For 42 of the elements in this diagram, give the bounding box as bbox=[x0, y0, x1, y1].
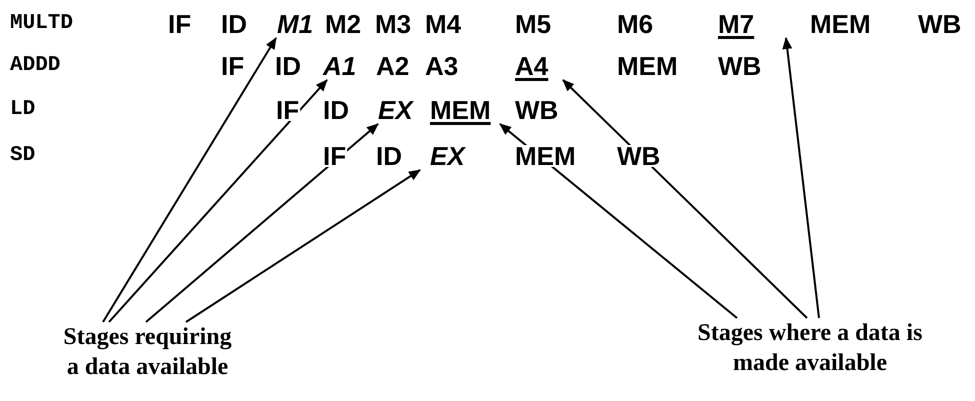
stage-label: EX bbox=[378, 96, 413, 124]
leader-arrow bbox=[499, 123, 738, 319]
stage-label: M2 bbox=[325, 10, 362, 38]
caption-text: Stages requiring a data available bbox=[55, 322, 240, 382]
stage-label: MEM bbox=[617, 52, 678, 80]
stage-label: IF bbox=[276, 96, 300, 124]
stage-label: M4 bbox=[425, 10, 462, 38]
leader-arrow bbox=[102, 37, 277, 323]
instruction-label: LD bbox=[10, 97, 36, 123]
caption-text: Stages where a data is made available bbox=[680, 318, 940, 378]
stage-label: MEM bbox=[515, 142, 576, 170]
leader-arrow bbox=[782, 37, 820, 318]
stage-label: WB bbox=[918, 10, 962, 38]
stage-label: MEM bbox=[430, 96, 491, 124]
stage-label: ID bbox=[323, 96, 349, 124]
stage-label: IF bbox=[168, 10, 192, 38]
leader-arrow bbox=[562, 79, 808, 319]
stage-label: M6 bbox=[617, 10, 654, 38]
stage-label: ID bbox=[376, 142, 402, 170]
stage-label: A1 bbox=[323, 52, 356, 80]
stage-label: M5 bbox=[515, 10, 552, 38]
stage-label: ID bbox=[275, 52, 301, 80]
stage-label: M7 bbox=[718, 10, 754, 38]
stage-label: IF bbox=[221, 52, 244, 80]
stage-label: WB bbox=[718, 52, 762, 80]
leader-arrow bbox=[145, 123, 379, 323]
instruction-label: ADDD bbox=[10, 53, 60, 79]
leader-arrow bbox=[108, 79, 328, 323]
instruction-label: MULTD bbox=[10, 11, 74, 37]
stage-label: IF bbox=[323, 142, 346, 170]
stage-label: A3 bbox=[425, 52, 458, 80]
stage-label: ID bbox=[221, 10, 247, 38]
stage-label: A2 bbox=[376, 52, 410, 80]
instruction-label: SD bbox=[10, 143, 36, 169]
stage-label: WB bbox=[617, 142, 660, 170]
stage-label: M3 bbox=[375, 10, 412, 38]
stage-label: M1 bbox=[277, 10, 314, 38]
stage-label: A4 bbox=[515, 52, 548, 80]
leader-arrow bbox=[185, 169, 421, 323]
stage-label: WB bbox=[515, 96, 558, 124]
stage-label: MEM bbox=[810, 10, 871, 38]
stage-label: EX bbox=[430, 142, 465, 170]
